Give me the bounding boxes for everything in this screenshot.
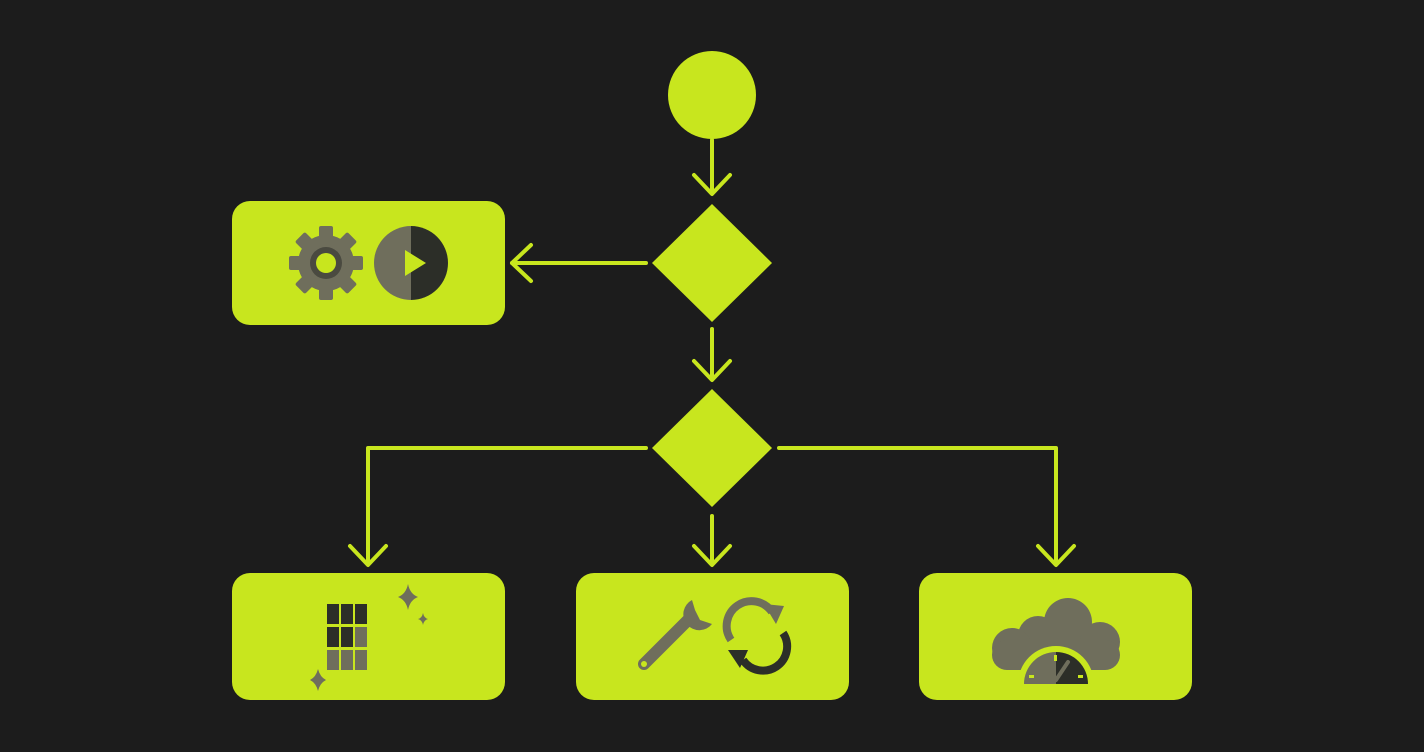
cloud-icon	[992, 598, 1120, 670]
play-icon	[374, 226, 448, 300]
edge-decision-1-to-process-run	[510, 243, 648, 283]
edge-decision-2-to-process-maintain	[692, 514, 732, 567]
decision-node-2	[652, 389, 772, 507]
edge-decision-2-to-process-grid	[348, 446, 648, 567]
process-maintain-node	[576, 573, 849, 700]
sparkle-icon	[310, 584, 428, 691]
process-cloud-node	[919, 573, 1192, 700]
refresh-icon	[722, 597, 792, 675]
process-grid-node	[232, 573, 505, 700]
gear-icon	[289, 226, 363, 300]
wrench-icon	[638, 600, 712, 670]
process-run-node	[232, 201, 505, 325]
edge-decision-2-to-process-cloud	[777, 446, 1076, 567]
speedometer-icon	[1018, 646, 1094, 684]
edge-decision-1-to-decision-2	[692, 327, 732, 382]
decision-node-1	[652, 204, 772, 322]
grid-icon	[327, 604, 367, 670]
edge-start-to-decision-1	[692, 138, 732, 196]
start-node	[668, 51, 756, 139]
